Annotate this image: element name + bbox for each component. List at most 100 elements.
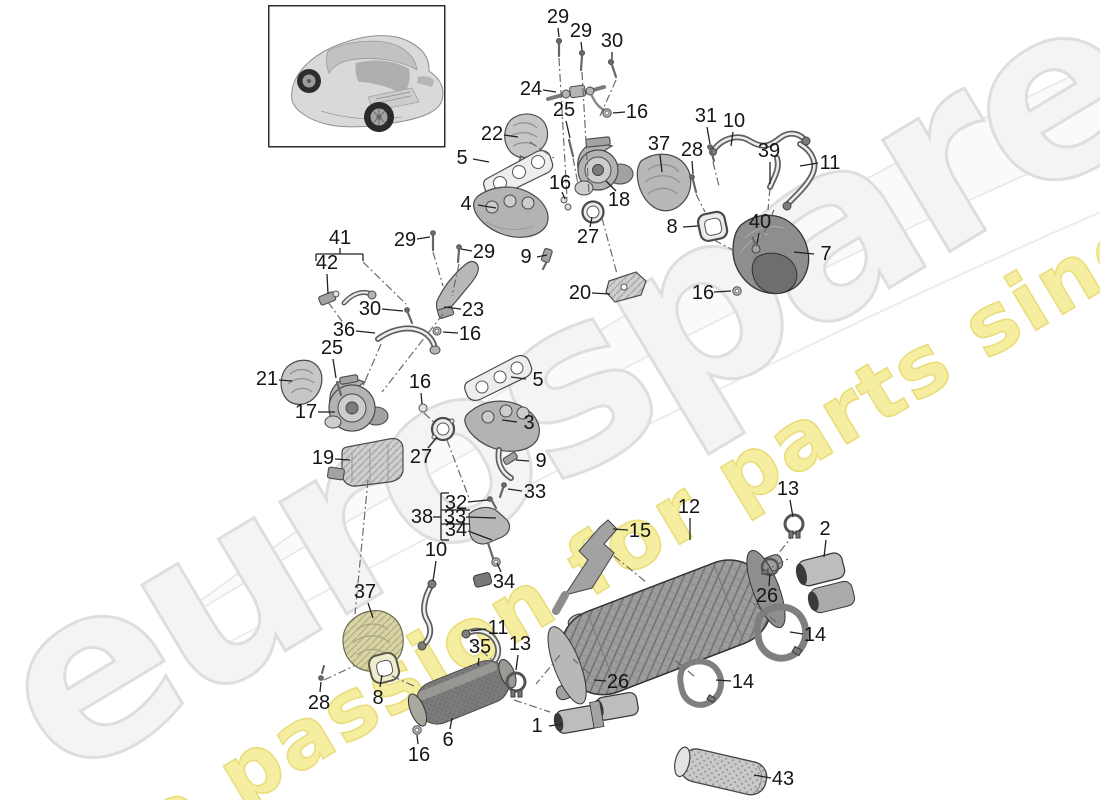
- leader-line-8: [379, 674, 383, 688]
- leader-line-36: [355, 330, 376, 334]
- leader-line-19: [334, 458, 351, 461]
- leader-line-8: [682, 225, 699, 228]
- bracket-line: [467, 530, 493, 541]
- part-band-14-left: [677, 658, 725, 708]
- leader-line-30: [381, 308, 404, 312]
- leader-line-29: [460, 248, 473, 252]
- assembly-dashed-line: [713, 239, 734, 251]
- assembly-dashed-line: [558, 57, 568, 199]
- part-heat-shield-37-upper: [636, 153, 692, 212]
- part-turbocharger-17: [324, 374, 389, 432]
- assembly-dashed-line: [362, 343, 382, 387]
- part-tailpipe-2: [795, 552, 856, 614]
- part-band-14-right: [753, 603, 810, 662]
- part-clamp-13-lower: [505, 671, 527, 698]
- leader-line-13: [789, 499, 794, 518]
- leader-line-25: [332, 358, 337, 379]
- assembly-dashed-line: [761, 557, 791, 573]
- part-heat-shield-7: [732, 214, 810, 295]
- leader-line-27: [589, 216, 593, 228]
- part-gasket-8-lower: [318, 651, 401, 685]
- leader-line-40: [756, 232, 760, 245]
- leader-line-27: [427, 436, 438, 449]
- part-sleeve-43: [674, 746, 768, 796]
- part-oil-pipe-36: [375, 325, 441, 355]
- leader-line-21: [278, 379, 293, 382]
- leader-line-37: [367, 602, 374, 619]
- assembly-dashed-line: [572, 157, 579, 185]
- part-nut-16-bottom: [412, 725, 422, 735]
- assembly-dashed-line: [535, 654, 561, 685]
- leader-line-25: [565, 120, 571, 139]
- leader-line-35: [477, 657, 480, 667]
- leader-line-18: [605, 180, 617, 192]
- leader-line-9: [536, 254, 548, 258]
- part-bracket-20: [605, 271, 742, 303]
- leader-line-32: [467, 499, 489, 503]
- assembly-dashed-line: [423, 412, 437, 425]
- leader-line-7: [793, 251, 815, 255]
- leader-line-26: [768, 572, 771, 587]
- part-manifold-3: [464, 400, 540, 481]
- leader-line-4: [477, 204, 497, 209]
- leader-line-24: [542, 89, 557, 93]
- leader-line-42: [326, 273, 329, 295]
- assembly-dashed-line: [572, 658, 591, 675]
- leader-line-16: [561, 191, 566, 200]
- leader-line-14: [715, 679, 732, 682]
- assembly-dashed-line: [354, 479, 369, 615]
- leader-line-16: [713, 290, 732, 293]
- leader-line-16: [416, 734, 419, 745]
- leader-line-29: [416, 236, 431, 240]
- leader-line-29: [557, 27, 560, 38]
- leader-line-14: [789, 631, 804, 635]
- leader-line-28: [691, 160, 694, 175]
- assembly-dashed-line: [669, 655, 695, 677]
- assembly-dashed-line: [613, 555, 647, 583]
- part-gasket-8-upper: [696, 210, 729, 243]
- car-illustration: [291, 35, 444, 132]
- part-gasket-5-lower: [464, 355, 533, 401]
- leader-line-33: [507, 488, 523, 492]
- assembly-dashed-line: [327, 301, 345, 325]
- assembly-dashed-line: [513, 699, 551, 713]
- assembly-dashed-line: [362, 261, 407, 305]
- lines-layer: [278, 27, 827, 779]
- leader-line-11: [799, 162, 819, 167]
- assembly-dashed-line: [451, 263, 460, 297]
- leader-line-1: [548, 723, 563, 727]
- leader-line-20: [591, 292, 611, 295]
- assembly-dashed-line: [601, 217, 618, 275]
- parts-art: [280, 38, 856, 796]
- leader-line-26: [593, 679, 607, 682]
- leader-line-10: [432, 560, 437, 582]
- leader-line-16: [612, 111, 626, 114]
- leader-line-16: [420, 392, 423, 405]
- assembly-dashed-line: [432, 251, 444, 287]
- leader-line-23: [443, 306, 462, 310]
- assembly-dashed-line: [776, 532, 796, 556]
- assembly-dashed-line: [599, 79, 617, 117]
- leader-line-5: [472, 158, 490, 163]
- leader-line-22: [503, 134, 519, 138]
- leader-line-9: [515, 459, 530, 462]
- part-bolts-29-30-top: [556, 38, 618, 79]
- assembly-dashed-line: [749, 600, 777, 623]
- car-inset: [268, 5, 446, 148]
- part-support-bracket-23: [404, 230, 479, 336]
- assembly-dashed-line: [446, 439, 470, 499]
- leader-line-15: [612, 528, 629, 531]
- part-bracket-19: [326, 437, 404, 487]
- assembly-dashed-line: [712, 161, 720, 187]
- assembly-dashed-line: [391, 675, 417, 688]
- leader-line-2: [823, 539, 827, 558]
- assembly-dashed-line: [381, 313, 444, 393]
- part-bracket-24: [546, 84, 612, 211]
- leader-line-37: [659, 154, 663, 173]
- bracket-line: [465, 516, 497, 519]
- assembly-dashed-line: [529, 141, 555, 159]
- assembly-dashed-line: [581, 71, 590, 195]
- leader-line-3: [501, 419, 518, 423]
